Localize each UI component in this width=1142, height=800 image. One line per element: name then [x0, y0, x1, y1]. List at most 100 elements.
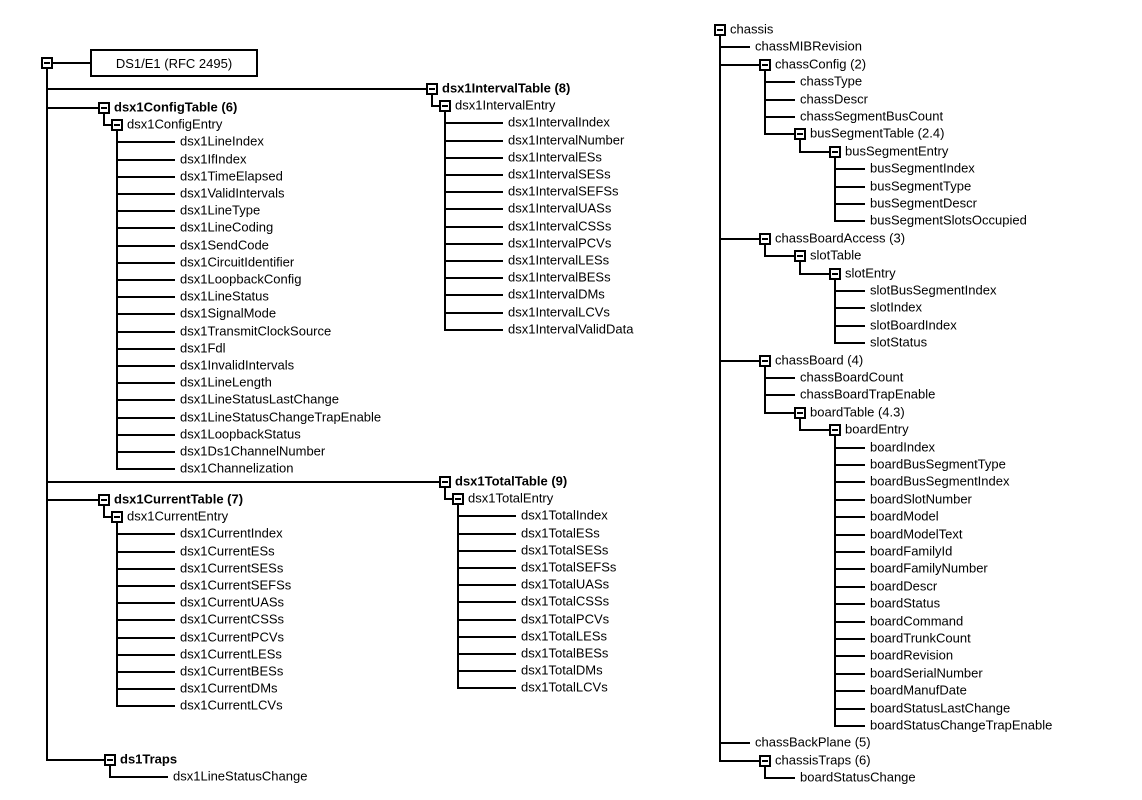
collapse-toggle-icon[interactable] — [759, 354, 771, 367]
collapse-toggle-icon[interactable] — [452, 493, 464, 506]
tree-connector-line — [445, 242, 503, 245]
tree-connector-line — [445, 311, 503, 314]
tree-connector-line — [720, 742, 750, 745]
collapse-toggle-icon[interactable] — [829, 424, 841, 437]
tree-connector-line — [835, 672, 865, 675]
tree-connector-line — [765, 116, 795, 118]
tree-connector-line — [117, 141, 175, 144]
tree-connector-line — [117, 636, 175, 639]
tree-connector-line — [835, 620, 865, 623]
collapse-toggle-icon[interactable] — [759, 232, 771, 245]
tree-node-label: chassConfig (2) — [775, 56, 867, 72]
tree-node-label: chassBackPlane (5) — [755, 735, 871, 751]
tree-node-label: dsx1IntervalPCVs — [508, 235, 612, 251]
tree-node-label: dsx1IntervalCSSs — [508, 218, 612, 234]
tree-node-label: dsx1TotalBESs — [521, 645, 609, 661]
tree-node-label: chassMIBRevision — [755, 39, 862, 55]
collapse-toggle-icon[interactable] — [104, 754, 116, 766]
collapse-toggle-icon[interactable] — [41, 57, 53, 69]
tree-connector-line — [835, 551, 865, 553]
tree-node-label: boardDescr — [870, 578, 938, 594]
tree-connector-line — [458, 601, 516, 604]
tree-node-label: dsx1TotalPCVs — [521, 611, 610, 627]
tree-node-label: dsx1IntervalValidData — [508, 321, 634, 337]
tree-node-label: dsx1IntervalSESs — [508, 166, 611, 182]
collapse-toggle-icon[interactable] — [439, 100, 451, 113]
collapse-toggle-icon[interactable] — [794, 250, 806, 263]
tree-connector-line — [445, 208, 503, 211]
tree-connector-line — [720, 759, 759, 762]
tree-connector-line — [445, 294, 503, 297]
collapse-toggle-icon[interactable] — [426, 83, 438, 95]
tree-node-label: dsx1LineStatusChange — [173, 768, 308, 784]
tree-node-label: dsx1TotalLESs — [521, 628, 607, 644]
tree-connector-line — [835, 464, 865, 466]
tree-connector-line — [46, 69, 48, 761]
tree-connector-line — [47, 88, 426, 90]
tree-connector-line — [765, 394, 795, 397]
tree-connector-line — [458, 653, 516, 655]
tree-connector-line — [834, 279, 836, 345]
collapse-toggle-icon[interactable] — [439, 476, 451, 488]
tree-connector-line — [835, 342, 865, 345]
tree-connector-line — [835, 481, 865, 484]
collapse-toggle-icon[interactable] — [714, 24, 726, 36]
tree-connector-line — [765, 377, 795, 379]
tree-node-label: slotTable — [810, 247, 862, 263]
tree-node-label: dsx1LineStatusLastChange — [180, 392, 340, 408]
tree-connector-line — [117, 210, 175, 213]
collapse-toggle-icon[interactable] — [759, 58, 771, 71]
tree-node-label: dsx1IntervalBESs — [508, 269, 611, 285]
tree-node-label: dsx1ValidIntervals — [180, 185, 285, 201]
tree-connector-line — [116, 523, 118, 708]
tree-node-label: dsx1CurrentPCVs — [180, 629, 285, 645]
tree-node-label: dsx1TotalIndex — [521, 508, 608, 524]
tree-node-label: dsx1IntervalLCVs — [508, 304, 610, 320]
tree-connector-line — [835, 533, 865, 536]
collapse-toggle-icon[interactable] — [794, 406, 806, 419]
tree-connector-line — [764, 244, 766, 258]
tree-connector-line — [117, 416, 175, 419]
tree-connector-line — [117, 175, 175, 178]
tree-connector-line — [800, 429, 829, 432]
tree-connector-line — [458, 567, 516, 569]
tree-node-label: boardSlotNumber — [870, 491, 972, 507]
tree-node-label: dsx1LineLength — [180, 374, 272, 390]
tree-connector-line — [117, 653, 175, 656]
tree-connector-line — [432, 105, 439, 108]
tree-connector-line — [445, 277, 503, 280]
tree-node-label: dsx1TotalESs — [521, 525, 600, 541]
collapse-toggle-icon[interactable] — [98, 102, 110, 114]
collapse-toggle-icon[interactable] — [111, 119, 123, 132]
collapse-toggle-icon[interactable] — [829, 145, 841, 158]
tree-node-label: slotBoardIndex — [870, 317, 957, 333]
tree-node-label: busSegmentTable (2.4) — [810, 126, 945, 142]
tree-node-label: dsx1LineStatus — [180, 288, 269, 304]
tree-node-label: dsx1LoopbackConfig — [180, 271, 302, 287]
tree-node-label: dsx1LoopbackStatus — [180, 426, 301, 442]
collapse-toggle-icon[interactable] — [759, 754, 771, 767]
tree-node-label: dsx1IntervalLESs — [508, 252, 610, 268]
tree-connector-line — [458, 515, 516, 518]
tree-node-label: dsx1IntervalDMs — [508, 287, 605, 303]
collapse-toggle-icon[interactable] — [111, 511, 123, 524]
tree-node-label: dsx1SendCode — [180, 237, 269, 253]
tree-connector-line — [103, 114, 105, 127]
collapse-toggle-icon[interactable] — [98, 494, 110, 506]
tree-connector-line — [117, 671, 175, 673]
tree-connector-line — [445, 191, 503, 194]
tree-connector-line — [431, 95, 433, 108]
tree-connector-line — [799, 418, 801, 432]
tree-node-label: dsx1ConfigEntry — [127, 116, 223, 132]
tree-connector-line — [835, 516, 865, 519]
tree-node-label: boardModel — [870, 508, 939, 524]
tree-connector-line — [719, 36, 721, 762]
tree-node-label: dsx1CurrentSESs — [180, 560, 284, 576]
tree-connector-line — [117, 330, 175, 333]
tree-connector-line — [835, 655, 865, 658]
tree-connector-line — [445, 139, 503, 142]
tree-connector-line — [117, 382, 175, 385]
collapse-toggle-icon[interactable] — [794, 128, 806, 141]
tree-connector-line — [458, 687, 516, 690]
collapse-toggle-icon[interactable] — [829, 267, 841, 280]
